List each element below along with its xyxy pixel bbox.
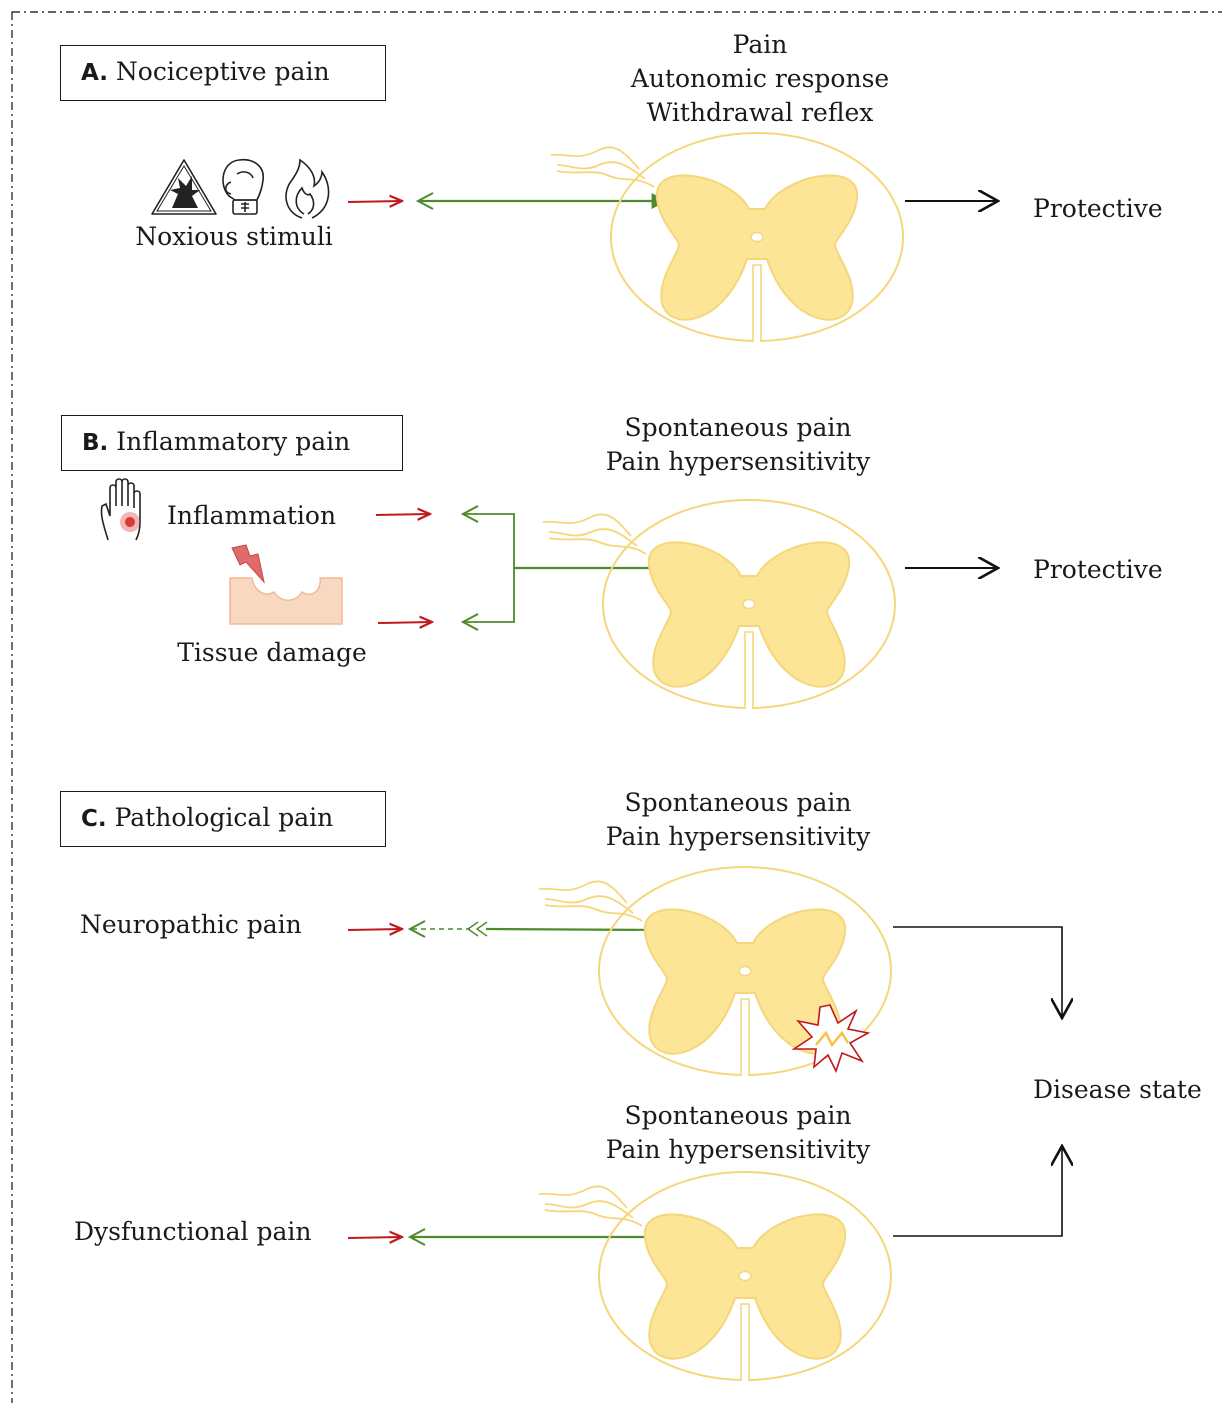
panel-b-response: Spontaneous pain Pain hypersensitivity bbox=[593, 411, 883, 479]
response-line: Spontaneous pain bbox=[624, 1101, 852, 1130]
panel-a-response: Pain Autonomic response Withdrawal refle… bbox=[610, 28, 910, 130]
panel-a-graphics bbox=[151, 132, 998, 343]
response-line: Withdrawal reflex bbox=[646, 98, 874, 127]
outcome-label-a: Protective bbox=[1033, 194, 1163, 223]
spinal-cord-icon bbox=[550, 132, 904, 343]
inflammation-label: Inflammation bbox=[167, 501, 337, 530]
disease-state-label: Disease state bbox=[1033, 1075, 1202, 1104]
nerve-junction-b bbox=[463, 513, 515, 623]
response-line: Autonomic response bbox=[630, 64, 890, 93]
tissue-damage-label: Tissue damage bbox=[177, 638, 367, 667]
neuropathic-arrow bbox=[347, 929, 402, 930]
tissue-damage-icon bbox=[229, 577, 343, 625]
dysfunctional-arrow bbox=[347, 1237, 402, 1238]
spinal-cord-icon bbox=[542, 499, 896, 710]
spinal-cord-icon bbox=[538, 1171, 892, 1382]
outcome-label-b: Protective bbox=[1033, 555, 1163, 584]
noxious-stimuli-label: Noxious stimuli bbox=[135, 222, 333, 251]
panel-a-name: Nociceptive pain bbox=[115, 57, 330, 86]
dysfunctional-pain-label: Dysfunctional pain bbox=[74, 1217, 312, 1246]
connector-bottom bbox=[893, 1146, 1062, 1237]
panel-b-title: B. Inflammatory pain bbox=[61, 415, 403, 471]
nerve-break bbox=[466, 921, 488, 937]
neuropathic-response: Spontaneous pain Pain hypersensitivity bbox=[593, 786, 883, 854]
response-line: Pain bbox=[732, 30, 788, 59]
response-line: Pain hypersensitivity bbox=[605, 447, 871, 476]
figure-frame bbox=[11, 11, 1222, 1403]
panel-a-title: A. Nociceptive pain bbox=[60, 45, 386, 101]
panel-c-name: Pathological pain bbox=[114, 803, 334, 832]
noxious-arrow-a bbox=[347, 201, 402, 202]
panel-b-name: Inflammatory pain bbox=[116, 427, 351, 456]
connector-top bbox=[893, 926, 1062, 1018]
explosion-warning-icon bbox=[151, 159, 217, 215]
response-line: Pain hypersensitivity bbox=[605, 822, 871, 851]
neuropathic-pain-label: Neuropathic pain bbox=[80, 910, 302, 939]
lightning-icon bbox=[231, 544, 265, 584]
flame-icon bbox=[285, 158, 330, 219]
response-line: Spontaneous pain bbox=[624, 413, 852, 442]
lesion-burst-icon bbox=[791, 1004, 871, 1074]
dysfunctional-response: Spontaneous pain Pain hypersensitivity bbox=[593, 1099, 883, 1167]
panel-c-letter: C. bbox=[81, 806, 107, 832]
nerve-ending-c1 bbox=[407, 920, 426, 938]
panel-a-letter: A. bbox=[81, 60, 108, 86]
tissue-damage-arrow bbox=[377, 622, 432, 623]
panel-c-graphics bbox=[347, 866, 1062, 1382]
panel-c-title: C. Pathological pain bbox=[60, 791, 386, 847]
nerve-fiber-c1 bbox=[485, 921, 666, 938]
inflamed-hand-icon bbox=[100, 478, 141, 541]
panel-b-letter: B. bbox=[82, 430, 109, 456]
inflammation-arrow bbox=[375, 514, 430, 515]
panel-b-graphics bbox=[100, 478, 998, 710]
response-line: Spontaneous pain bbox=[624, 788, 852, 817]
response-line: Pain hypersensitivity bbox=[605, 1135, 871, 1164]
boxing-glove-icon bbox=[222, 158, 264, 215]
